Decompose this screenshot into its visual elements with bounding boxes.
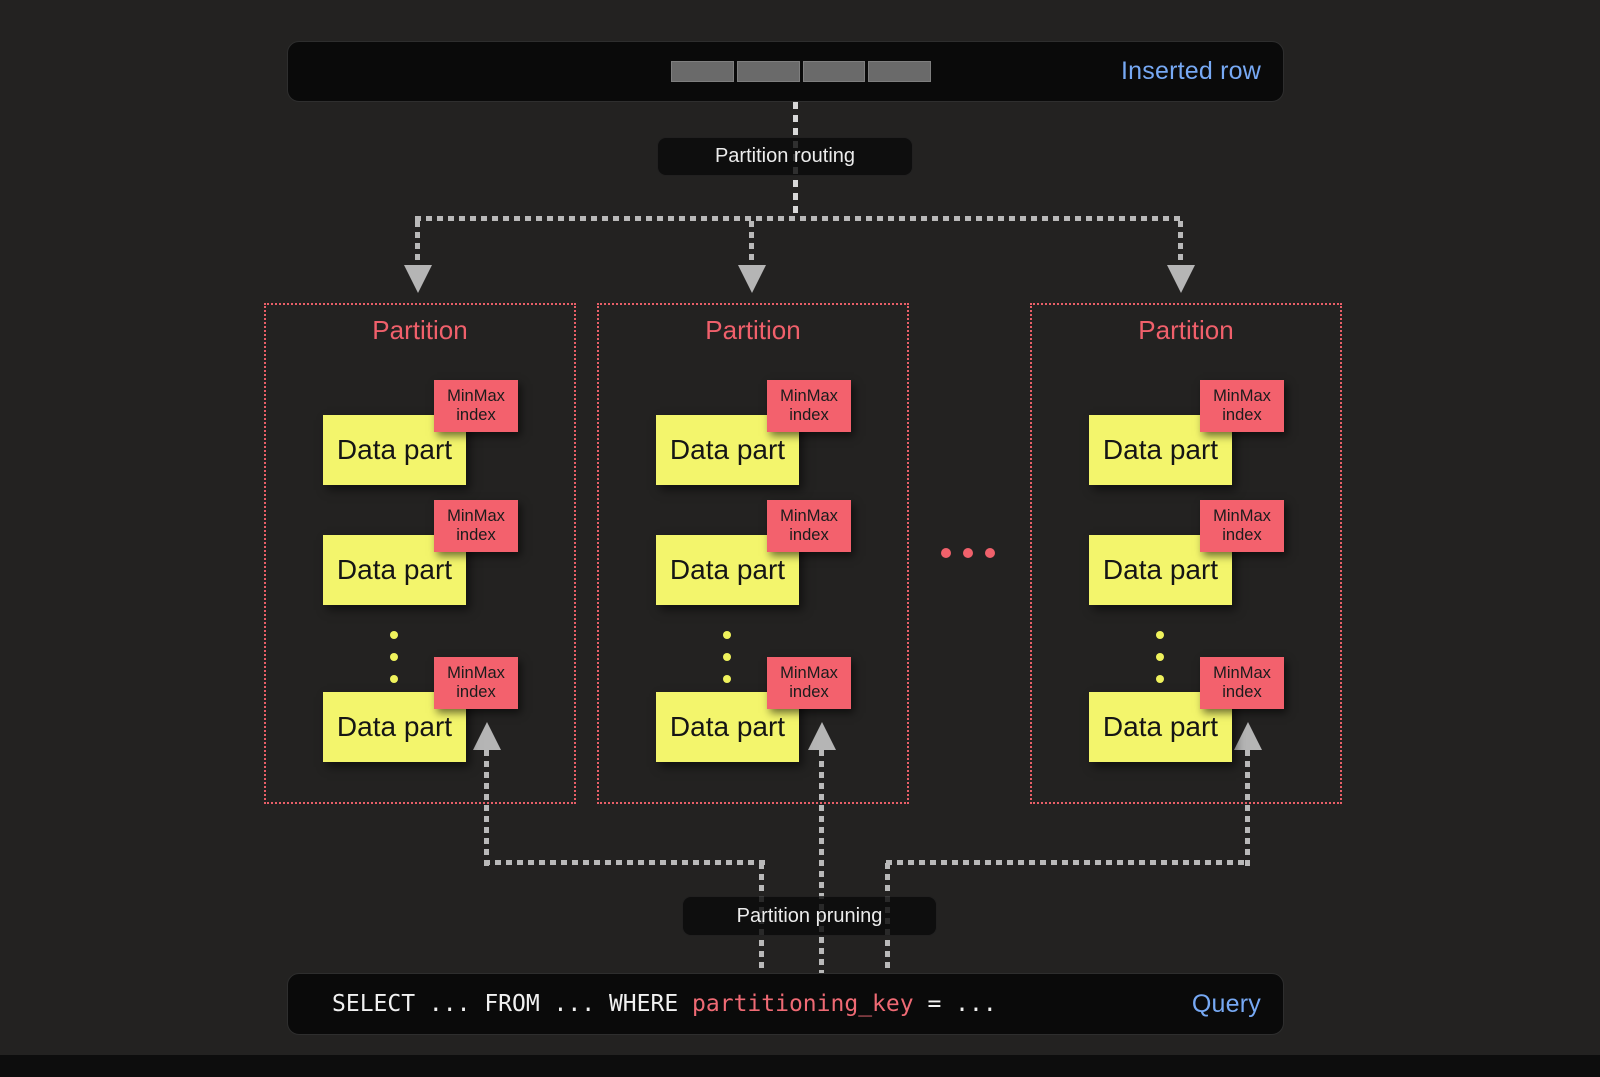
minmax-index: MinMax index (1200, 380, 1284, 432)
minmax-index: MinMax index (767, 380, 851, 432)
row-cell (802, 61, 866, 82)
data-part-label: Data part (336, 434, 453, 465)
inserted-row-box: Inserted row (287, 41, 1284, 102)
partition-box-1: Partition Data part MinMax index Data pa… (264, 303, 576, 804)
vertical-ellipsis-dot (1156, 631, 1164, 639)
pruning-line-middle-vertical (819, 750, 824, 973)
minmax-index: MinMax index (1200, 657, 1284, 709)
query-label: Query (1191, 989, 1261, 1018)
arrow-down-icon (738, 265, 766, 293)
arrow-up-icon (473, 722, 501, 750)
data-part: Data part (323, 535, 466, 605)
inserted-row-cells (671, 61, 931, 82)
data-part-label: Data part (1102, 434, 1219, 465)
vertical-ellipsis-dot (1156, 675, 1164, 683)
pruning-line-left-vertical (484, 750, 489, 866)
query-code-prefix: SELECT ... FROM ... WHERE (332, 991, 693, 1017)
query-code: SELECT ... FROM ... WHERE partitioning_k… (332, 991, 997, 1017)
minmax-index-label: MinMax index (447, 387, 505, 424)
vertical-ellipsis-dot (723, 675, 731, 683)
minmax-index-label: MinMax index (780, 507, 838, 544)
vertical-ellipsis-dot (723, 653, 731, 661)
routing-line-horizontal (415, 216, 1184, 221)
more-partitions-dot (985, 548, 995, 558)
routing-stub-right (1178, 221, 1183, 265)
minmax-index-label: MinMax index (780, 387, 838, 424)
minmax-index-label: MinMax index (1213, 387, 1271, 424)
minmax-index-label: MinMax index (1213, 507, 1271, 544)
arrow-up-icon (808, 722, 836, 750)
data-part-label: Data part (336, 554, 453, 585)
data-part-label: Data part (669, 711, 786, 742)
partition-pruning-label: Partition pruning (682, 896, 937, 936)
query-box: SELECT ... FROM ... WHERE partitioning_k… (287, 973, 1284, 1035)
data-part-label: Data part (1102, 711, 1219, 742)
vertical-ellipsis-dot (390, 675, 398, 683)
partition-title: Partition (705, 315, 801, 345)
pruning-line-right-horizontal (886, 860, 1250, 865)
partition-box-3: Partition Data part MinMax index Data pa… (1030, 303, 1342, 804)
pruning-line-left-horizontal (484, 860, 765, 865)
arrow-down-icon (1167, 265, 1195, 293)
minmax-index: MinMax index (1200, 500, 1284, 552)
vertical-ellipsis-dot (1156, 653, 1164, 661)
partition-box-2: Partition Data part MinMax index Data pa… (597, 303, 909, 804)
data-part: Data part (1089, 535, 1232, 605)
vertical-ellipsis-dot (390, 631, 398, 639)
minmax-index-label: MinMax index (447, 664, 505, 701)
partition-title: Partition (372, 315, 468, 345)
minmax-index-label: MinMax index (1213, 664, 1271, 701)
minmax-index-label: MinMax index (447, 507, 505, 544)
more-partitions-dot (941, 548, 951, 558)
routing-stub-middle (749, 221, 754, 265)
data-part-label: Data part (1102, 554, 1219, 585)
vertical-ellipsis-dot (390, 653, 398, 661)
minmax-index: MinMax index (767, 500, 851, 552)
query-code-partitioning-key: partitioning_key (692, 991, 914, 1017)
row-cell (736, 61, 800, 82)
data-part-label: Data part (336, 711, 453, 742)
data-part-label: Data part (669, 554, 786, 585)
data-part-label: Data part (669, 434, 786, 465)
row-cell (868, 61, 931, 82)
partition-routing-label: Partition routing (657, 137, 913, 176)
query-code-suffix: = ... (913, 991, 997, 1017)
bottom-border-strip (0, 1055, 1600, 1077)
more-partitions-dot (963, 548, 973, 558)
minmax-index: MinMax index (434, 380, 518, 432)
arrow-down-icon (404, 265, 432, 293)
minmax-index-label: MinMax index (780, 664, 838, 701)
row-cell (671, 61, 734, 82)
arrow-up-icon (1234, 722, 1262, 750)
vertical-ellipsis-dot (723, 631, 731, 639)
routing-stub-left (415, 221, 420, 265)
pruning-line-right-vertical (1245, 750, 1250, 866)
minmax-index: MinMax index (434, 657, 518, 709)
minmax-index: MinMax index (767, 657, 851, 709)
minmax-index: MinMax index (434, 500, 518, 552)
inserted-row-label: Inserted row (1121, 57, 1261, 85)
partition-title: Partition (1138, 315, 1234, 345)
